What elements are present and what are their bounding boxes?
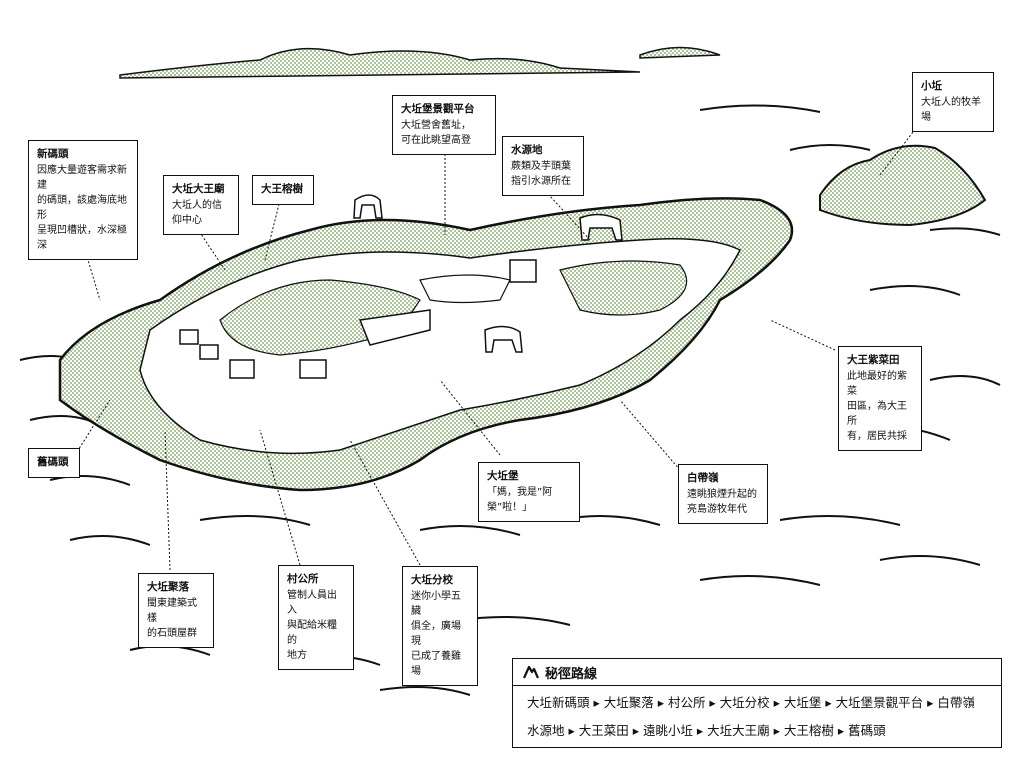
label-water-source: 水源地 蕨類及芋頭葉 指引水源所在 xyxy=(502,136,584,196)
label-desc: 蕨類及芋頭葉 指引水源所在 xyxy=(511,160,571,187)
label-desc: 大坵營舍舊址， 可在此眺望高登 xyxy=(401,119,471,146)
route-line-2: 水源地 ▸ 大王菜田 ▸ 遠眺小坵 ▸ 大坵大王廟 ▸ 大王榕樹 ▸ 舊碼頭 xyxy=(527,723,886,738)
route-title: 秘徑路線 xyxy=(545,666,598,682)
label-desc: 大坵人的牧羊場 xyxy=(921,96,981,123)
label-title: 舊碼頭 xyxy=(37,456,69,468)
label-title: 大坵聚落 xyxy=(147,581,189,593)
label-desc: 大坵人的信 仰中心 xyxy=(172,199,222,226)
label-title: 水源地 xyxy=(511,144,543,156)
label-title: 大王榕樹 xyxy=(261,183,303,195)
label-desc: 此地最好的紫菜 田區，為大王所 有，居民共採 xyxy=(847,370,907,442)
label-title: 新碼頭 xyxy=(37,148,69,160)
label-seaweed-field: 大王紫菜田 此地最好的紫菜 田區，為大王所 有，居民共採 xyxy=(838,346,922,451)
label-title: 大坵堡 xyxy=(487,470,519,482)
label-desc: 「媽，我是”阿榮”啦！」 xyxy=(487,486,553,513)
label-title: 小坵 xyxy=(921,80,942,92)
label-village: 大坵聚落 閩東建築式樣 的石頭屋群 xyxy=(138,573,214,648)
label-old-pier: 舊碼頭 xyxy=(28,448,80,478)
label-xiaoqiu: 小坵 大坵人的牧羊場 xyxy=(912,72,994,132)
label-title: 大王紫菜田 xyxy=(847,354,900,366)
label-new-pier: 新碼頭 因應大量遊客需求新建 的碼頭，該處海底地形 呈現凹槽狀，水深極深 xyxy=(28,140,138,260)
label-desc: 遠眺狼煙升起的 亮島游牧年代 xyxy=(687,488,757,515)
route-legend: 秘徑路線 大坵新碼頭 ▸ 大坵聚落 ▸ 村公所 ▸ 大坵分校 ▸ 大坵堡 ▸ 大… xyxy=(512,658,1002,748)
label-school: 大坵分校 迷你小學五臟 俱全，廣場現 已成了養雞場 xyxy=(402,566,478,686)
label-fort: 大坵堡 「媽，我是”阿榮”啦！」 xyxy=(478,462,580,522)
label-title: 大坵大王廟 xyxy=(172,183,225,195)
route-icon xyxy=(523,665,539,679)
route-header: 秘徑路線 xyxy=(513,659,1001,686)
label-desc: 管制人員出入 與配給米糧的 地方 xyxy=(287,589,337,661)
deer-silhouettes xyxy=(353,194,623,353)
label-title: 村公所 xyxy=(287,573,319,585)
label-desc: 迷你小學五臟 俱全，廣場現 已成了養雞場 xyxy=(411,590,461,677)
label-banyan: 大王榕樹 xyxy=(252,175,314,205)
main-island xyxy=(58,197,794,492)
label-ridge: 白帶嶺 遠眺狼煙升起的 亮島游牧年代 xyxy=(678,464,768,524)
route-line-1: 大坵新碼頭 ▸ 大坵聚落 ▸ 村公所 ▸ 大坵分校 ▸ 大坵堡 ▸ 大坵堡景觀平… xyxy=(527,695,975,710)
label-desc: 因應大量遊客需求新建 的碼頭，該處海底地形 呈現凹槽狀，水深極深 xyxy=(37,164,127,251)
label-title: 大坵分校 xyxy=(411,574,453,586)
label-title: 大坵堡景觀平台 xyxy=(401,103,475,115)
label-temple: 大坵大王廟 大坵人的信 仰中心 xyxy=(163,175,239,235)
label-title: 白帶嶺 xyxy=(687,472,719,484)
small-island xyxy=(819,144,987,227)
distant-islands xyxy=(119,46,721,79)
label-desc: 閩東建築式樣 的石頭屋群 xyxy=(147,597,197,639)
label-village-office: 村公所 管制人員出入 與配給米糧的 地方 xyxy=(278,565,354,670)
label-lookout: 大坵堡景觀平台 大坵營舍舊址， 可在此眺望高登 xyxy=(392,95,496,155)
houses xyxy=(179,259,537,379)
